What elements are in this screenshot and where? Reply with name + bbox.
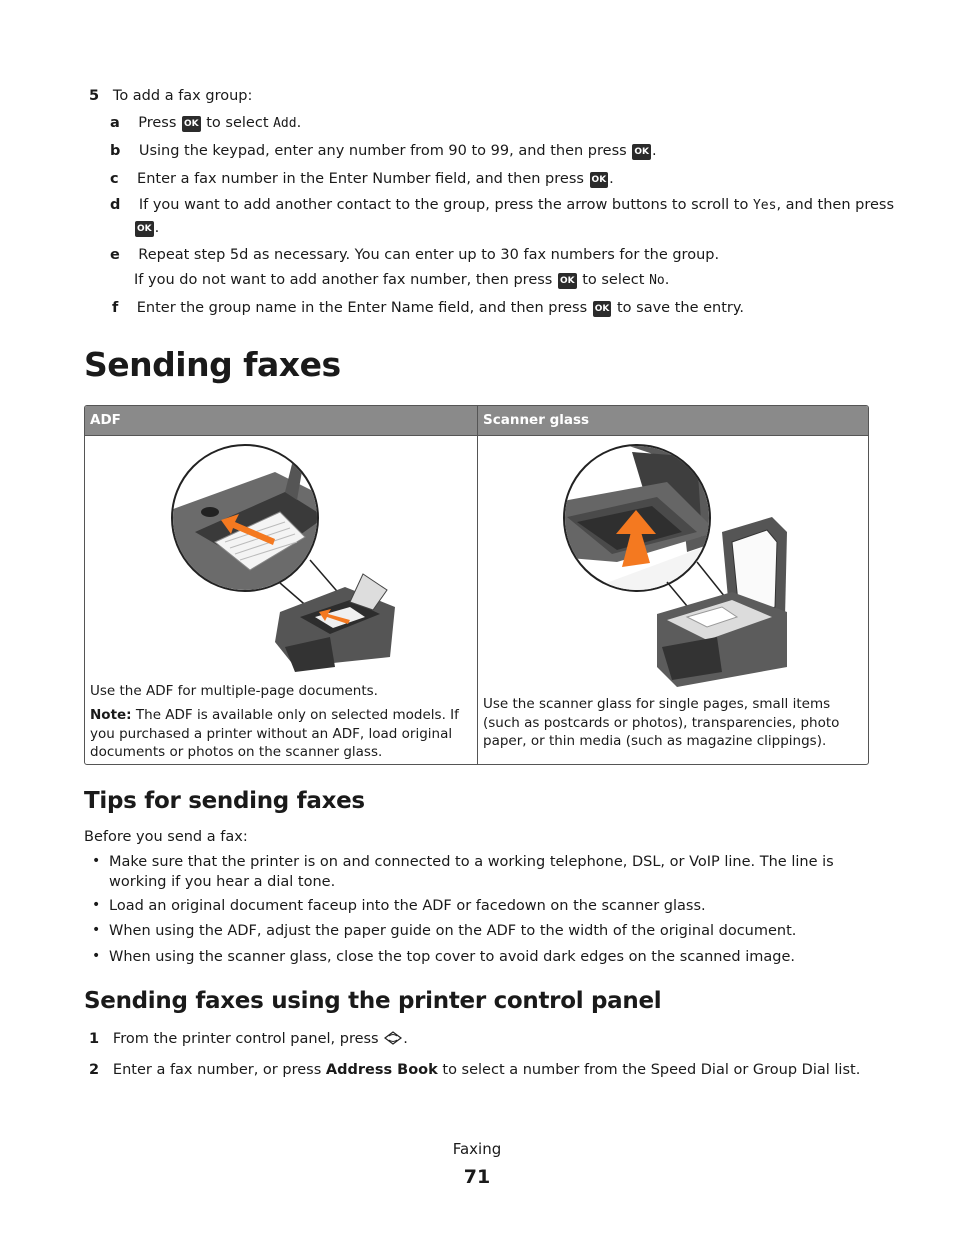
step-number: 5	[89, 88, 100, 104]
ok-button-icon: OK	[589, 172, 609, 188]
punct: .	[664, 272, 670, 288]
panel-step-1: 1 From the printer control panel, press …	[89, 1030, 408, 1048]
table-header-glass: Scanner glass	[478, 406, 868, 435]
adf-vs-glass-table: ADF Scanner glass Use the ADF for multip…	[84, 405, 869, 765]
substep-letter: e	[110, 247, 120, 263]
substep-b: b Using the keypad, enter any number fro…	[110, 142, 657, 160]
tip-item: When using the ADF, adjust the paper gui…	[109, 923, 797, 939]
substep-text: Enter a fax number in the Enter Number f…	[137, 171, 584, 187]
substep-e: e Repeat step 5d as necessary. You can e…	[110, 246, 719, 264]
substep-text: to select	[206, 115, 269, 131]
substep-f: f Enter the group name in the Enter Name…	[112, 299, 744, 317]
tip-item: Make sure that the printer is on and con…	[109, 854, 834, 890]
ok-button-icon: OK	[182, 116, 201, 132]
adf-note: Note: The ADF is available only on selec…	[90, 706, 472, 762]
tips-title: Tips for sending faxes	[84, 788, 365, 814]
code-text: Yes	[752, 198, 777, 213]
substep-d: d If you want to add another contact to …	[110, 196, 894, 215]
tip-item: Load an original document faceup into th…	[109, 898, 706, 914]
ok-button-icon: OK	[592, 301, 612, 317]
substep-text: Using the keypad, enter any number from …	[138, 143, 627, 159]
step-text: to select a number from the Speed Dial o…	[442, 1062, 861, 1078]
substep-e-cont: If you do not want to add another fax nu…	[134, 271, 669, 290]
footer-chapter: Faxing	[452, 1140, 502, 1158]
table-divider	[477, 406, 478, 764]
substep-text: Repeat step 5d as necessary. You can ent…	[138, 247, 720, 263]
tip-item: When using the scanner glass, close the …	[109, 949, 795, 965]
page-number: 71	[463, 1166, 491, 1188]
substep-c: c Enter a fax number in the Enter Number…	[110, 170, 614, 188]
substep-letter: b	[110, 143, 121, 159]
printer-adf-illustration	[171, 444, 395, 672]
punct: .	[403, 1031, 408, 1047]
substep-text: Press	[138, 115, 177, 131]
substep-text: If you want to add another contact to th…	[138, 197, 749, 213]
bullet-dot: •	[92, 948, 101, 964]
adf-description: Use the ADF for multiple-page documents.	[90, 683, 378, 699]
panel-section-title: Sending faxes using the printer control …	[84, 988, 662, 1014]
note-text: The ADF is available only on selected mo…	[90, 707, 459, 760]
step-text: From the printer control panel, press	[112, 1031, 379, 1047]
punct: .	[609, 171, 614, 187]
ok-button-icon: OK	[135, 221, 154, 237]
panel-step-2: 2 Enter a fax number, or press Address B…	[89, 1061, 860, 1079]
substep-a: a Press OK to select Add.	[110, 114, 301, 133]
substep-letter: d	[110, 197, 121, 213]
printer-scanner-glass-illustration	[563, 444, 787, 687]
substep-text: Enter the group name in the Enter Name f…	[136, 300, 588, 316]
ok-button-icon: OK	[632, 144, 651, 160]
substep-letter: c	[110, 171, 119, 187]
step-text: Enter a fax number, or press	[112, 1062, 322, 1078]
substep-letter: f	[112, 300, 119, 316]
substep-text: to select	[582, 272, 645, 288]
substep-text: If you do not want to add another fax nu…	[134, 272, 553, 288]
code-text: No	[649, 273, 665, 288]
punct: .	[651, 143, 657, 159]
punct: .	[296, 115, 302, 131]
fax-icon	[384, 1031, 403, 1045]
bullet-dot: •	[92, 853, 101, 869]
glass-description: Use the scanner glass for single pages, …	[483, 696, 840, 749]
code-text: Add	[273, 116, 297, 131]
table-divider	[85, 435, 868, 436]
substep-text: to save the entry.	[617, 300, 745, 316]
substep-letter: a	[110, 115, 120, 131]
tips-intro: Before you send a fax:	[84, 829, 248, 845]
section-title: Sending faxes	[84, 345, 341, 384]
note-label: Note:	[90, 707, 132, 723]
bullet-dot: •	[92, 897, 101, 913]
substep-text: , and then press	[776, 197, 895, 213]
step-text: To add a fax group:	[112, 88, 253, 104]
table-header-adf: ADF	[85, 406, 477, 435]
step-number: 2	[89, 1062, 100, 1078]
step5: 5 To add a fax group:	[89, 87, 252, 105]
bullet-dot: •	[92, 922, 101, 938]
step-number: 1	[89, 1031, 100, 1047]
substep-d-cont: OK.	[134, 219, 159, 237]
address-book-label: Address Book	[325, 1062, 438, 1078]
ok-button-icon: OK	[557, 273, 577, 289]
punct: .	[154, 220, 160, 236]
